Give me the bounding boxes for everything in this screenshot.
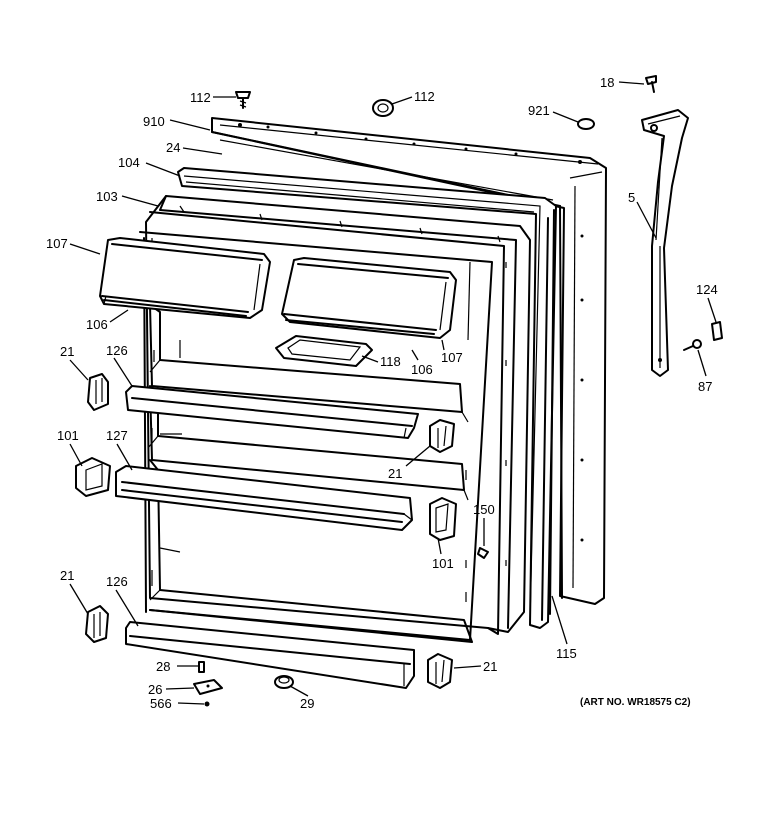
door-gasket [177, 167, 557, 629]
lower-shelf-bar [125, 621, 415, 689]
clip-124 [711, 321, 723, 341]
art-number: (ART NO. WR18575 C2) [580, 697, 691, 708]
label-127: 127 [106, 428, 128, 443]
hinge-26 [193, 679, 223, 695]
label-21-lower-right: 21 [483, 659, 497, 674]
right-dairy-door [281, 257, 457, 339]
part-28 [198, 661, 205, 673]
label-101-left: 101 [57, 428, 79, 443]
screw-87 [683, 339, 702, 351]
label-21-lower-left: 21 [60, 568, 74, 583]
label-21-upper-right: 21 [388, 466, 402, 481]
door-outer-frame [211, 117, 607, 605]
clip-101-right [429, 497, 457, 541]
label-115: 115 [556, 646, 577, 661]
label-921: 921 [528, 103, 550, 118]
clip-21-right-upper [429, 419, 455, 453]
label-150: 150 [473, 502, 495, 517]
label-29: 29 [300, 696, 314, 711]
clip-21-left-upper [87, 373, 109, 411]
label-118: 118 [380, 354, 401, 369]
clip-101-left [75, 457, 111, 497]
screw-566 [204, 701, 210, 707]
door-shelf [115, 465, 413, 531]
label-104: 104 [118, 155, 140, 170]
label-124: 124 [696, 282, 718, 297]
plug-29 [274, 675, 294, 689]
label-28: 28 [156, 659, 170, 674]
label-566: 566 [150, 696, 172, 711]
clip-21-right-lower [427, 653, 453, 689]
label-910: 910 [143, 114, 165, 129]
label-126-upper: 126 [106, 343, 128, 358]
part-labels: 112 112 18 921 910 24 104 103 107 106 11… [46, 75, 718, 711]
label-107-right: 107 [441, 350, 463, 365]
label-26: 26 [148, 682, 162, 697]
label-87: 87 [698, 379, 712, 394]
label-103: 103 [96, 189, 118, 204]
leader-lines [69, 81, 717, 705]
left-dairy-door [99, 237, 271, 319]
label-24: 24 [166, 140, 180, 155]
plug-112 [372, 99, 394, 117]
door-handle [641, 109, 689, 377]
label-112-screw: 112 [190, 90, 211, 105]
label-112-plug: 112 [414, 89, 435, 104]
label-18: 18 [600, 75, 614, 90]
plug-921 [577, 118, 595, 130]
label-106-right: 106 [411, 362, 433, 377]
label-21-upper-left: 21 [60, 344, 74, 359]
label-107-left: 107 [46, 236, 68, 251]
clip-21-left-lower [85, 605, 109, 643]
butter-tray [275, 335, 373, 367]
screw-18 [645, 75, 657, 93]
screw-112-top [235, 91, 251, 109]
label-101-right: 101 [432, 556, 454, 571]
screw-150 [477, 547, 489, 559]
label-126-lower: 126 [106, 574, 128, 589]
label-106-left: 106 [86, 317, 108, 332]
label-5: 5 [628, 190, 635, 205]
